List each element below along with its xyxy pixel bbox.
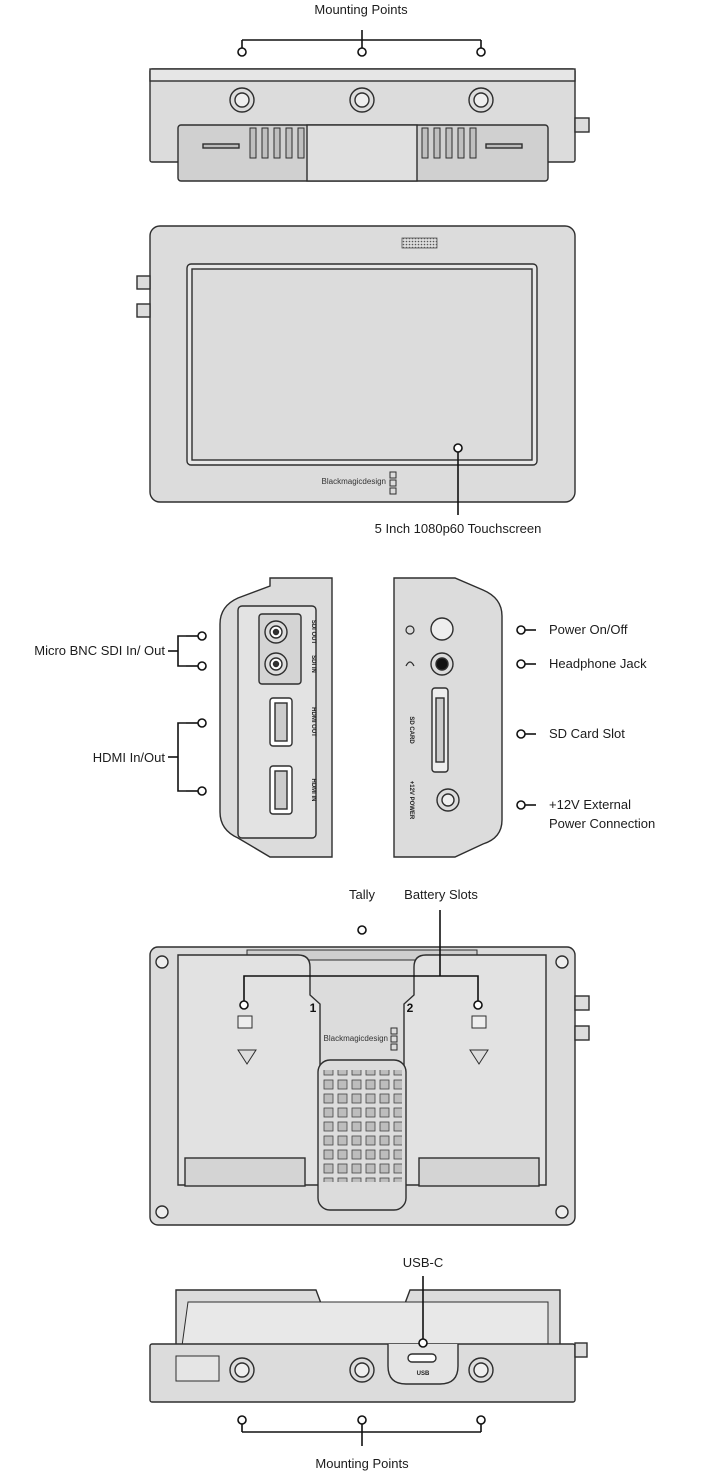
usb-c-label: USB-C (402, 1255, 444, 1270)
sdi-in-out-label: Micro BNC SDI In/ Out (34, 643, 165, 658)
battery-slot-number-2: 2 (407, 1001, 414, 1015)
port-label-sdi-in: SDI IN (310, 655, 316, 673)
left-side-view (219, 577, 333, 858)
rear-view (149, 946, 590, 1226)
headphone-jack-label: Headphone Jack (549, 656, 647, 671)
port-label-sd-card: SD CARD (408, 716, 414, 744)
external-power-label-line1: +12V External (549, 797, 632, 812)
rear-brand-logo-text: Blackmagicdesign (324, 1034, 388, 1043)
usb-port-label: USB (417, 1371, 430, 1377)
top-view (149, 68, 590, 182)
battery-slots-label: Battery Slots (404, 887, 478, 902)
touchscreen-label: 5 Inch 1080p60 Touchscreen (374, 521, 542, 536)
top-mounting-points-label: Mounting Points (314, 2, 408, 17)
tally-label: Tally (348, 887, 376, 902)
bottom-view (149, 1289, 588, 1403)
sd-card-slot-label: SD Card Slot (549, 726, 625, 741)
port-label-hdmi-in: HDMI IN (310, 779, 316, 802)
battery-slot-number-1: 1 (310, 1001, 317, 1015)
port-label-hdmi-out: HDMI OUT (310, 707, 316, 737)
external-power-label-line2: Power Connection (549, 816, 656, 831)
port-label-sdi-out: SDI OUT (310, 620, 316, 645)
bottom-mounting-points-label: Mounting Points (315, 1456, 409, 1471)
hdmi-in-out-label: HDMI In/Out (92, 750, 165, 765)
right-side-view (393, 577, 503, 858)
front-view (136, 225, 576, 503)
power-on-off-label: Power On/Off (549, 622, 628, 637)
front-brand-logo-text: Blackmagicdesign (322, 477, 386, 486)
port-label-12v-power: +12V POWER (408, 781, 414, 820)
